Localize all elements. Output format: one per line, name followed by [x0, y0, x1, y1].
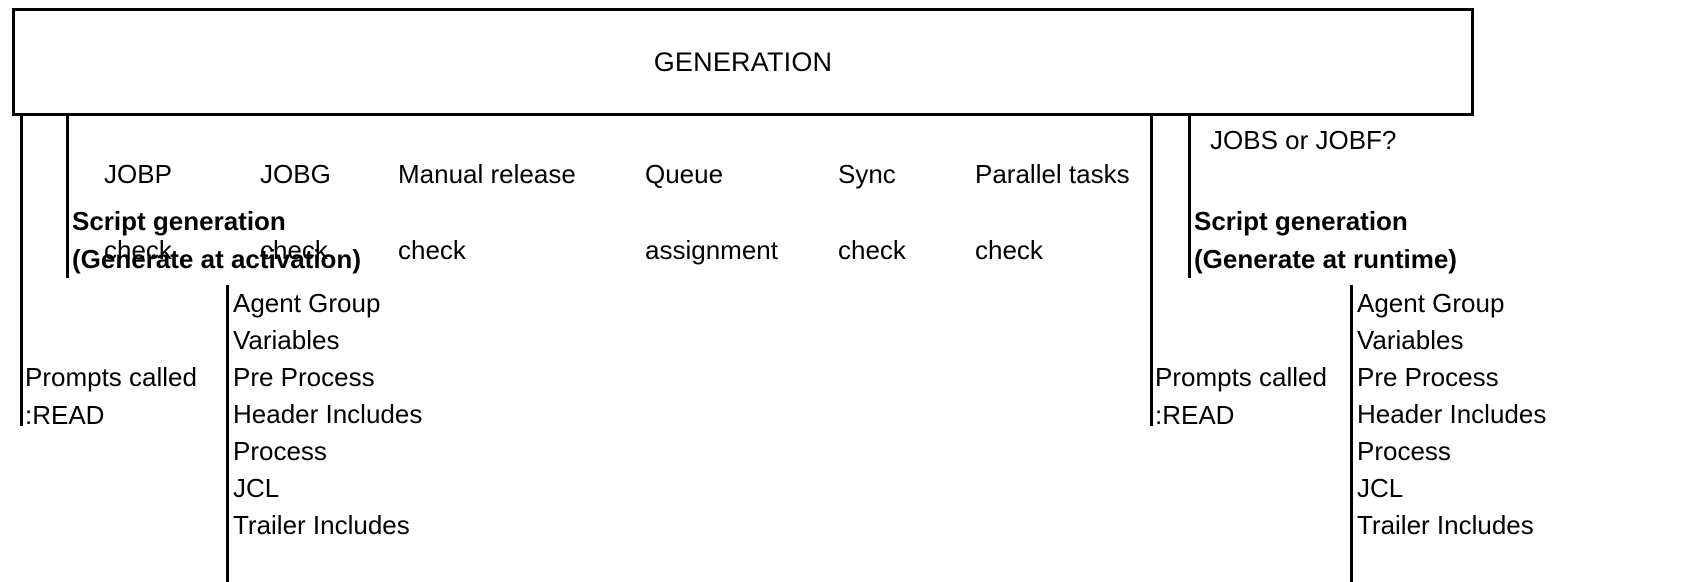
check-line-1: JOBG: [260, 159, 331, 189]
check-line-2: check: [975, 235, 1043, 265]
left-script-generation-vertical-rule: [66, 116, 69, 278]
left-stage-list-vertical-rule: [226, 285, 229, 582]
check-label-sync-check: Sync check: [838, 117, 906, 269]
left-script-generation-title: Script generation (Generate at activatio…: [72, 206, 361, 274]
left-prompts-called-label: Prompts called :READ: [25, 362, 197, 430]
check-line-2: check: [398, 235, 466, 265]
generation-title: GENERATION: [653, 46, 833, 77]
check-label-parallel-tasks-check: Parallel tasks check: [975, 117, 1130, 269]
right-script-generation-vertical-rule: [1188, 116, 1191, 278]
list-item: Header Includes: [1357, 399, 1547, 429]
list-item: JCL: [233, 473, 280, 503]
list-item: Trailer Includes: [1357, 510, 1534, 540]
list-item: Process: [233, 436, 327, 466]
check-line-1: Manual release: [398, 159, 576, 189]
check-label-jobg-check: JOBG check: [260, 117, 331, 269]
list-item: Process: [1357, 436, 1451, 466]
check-label-manual-release-check: Manual release check: [398, 117, 576, 269]
list-item: Trailer Includes: [233, 510, 410, 540]
right-stage-list: Agent Group Variables Pre Process Header…: [1357, 285, 1546, 544]
check-label-queue-assignment: Queue assignment: [645, 117, 778, 269]
check-line-1: Parallel tasks: [975, 159, 1130, 189]
check-line-1: Queue: [645, 159, 724, 189]
right-prompts-vertical-rule: [1150, 116, 1153, 426]
list-item: JCL: [1357, 473, 1404, 503]
right-stage-list-vertical-rule: [1350, 285, 1353, 582]
list-item: Variables: [233, 325, 340, 355]
right-prompts-called-label: Prompts called :READ: [1155, 362, 1327, 430]
check-line-1: JOBP: [104, 159, 172, 189]
left-stage-list: Agent Group Variables Pre Process Header…: [233, 285, 422, 544]
right-branch-question: JOBS or JOBF?: [1210, 125, 1397, 155]
check-line-2: check: [104, 235, 172, 265]
check-line-2: check: [838, 235, 906, 265]
list-item: Pre Process: [1357, 362, 1499, 392]
list-item: Agent Group: [233, 288, 381, 318]
check-line-2: assignment: [645, 235, 778, 265]
check-label-jobp-check: JOBP check: [104, 117, 172, 269]
list-item: Agent Group: [1357, 288, 1505, 318]
left-prompts-vertical-rule: [20, 116, 23, 426]
check-line-2: check: [260, 235, 328, 265]
check-line-1: Sync: [838, 159, 896, 189]
right-script-generation-title: Script generation (Generate at runtime): [1194, 206, 1457, 274]
list-item: Variables: [1357, 325, 1464, 355]
generation-box: GENERATION: [12, 8, 1474, 116]
list-item: Header Includes: [233, 399, 423, 429]
list-item: Pre Process: [233, 362, 375, 392]
